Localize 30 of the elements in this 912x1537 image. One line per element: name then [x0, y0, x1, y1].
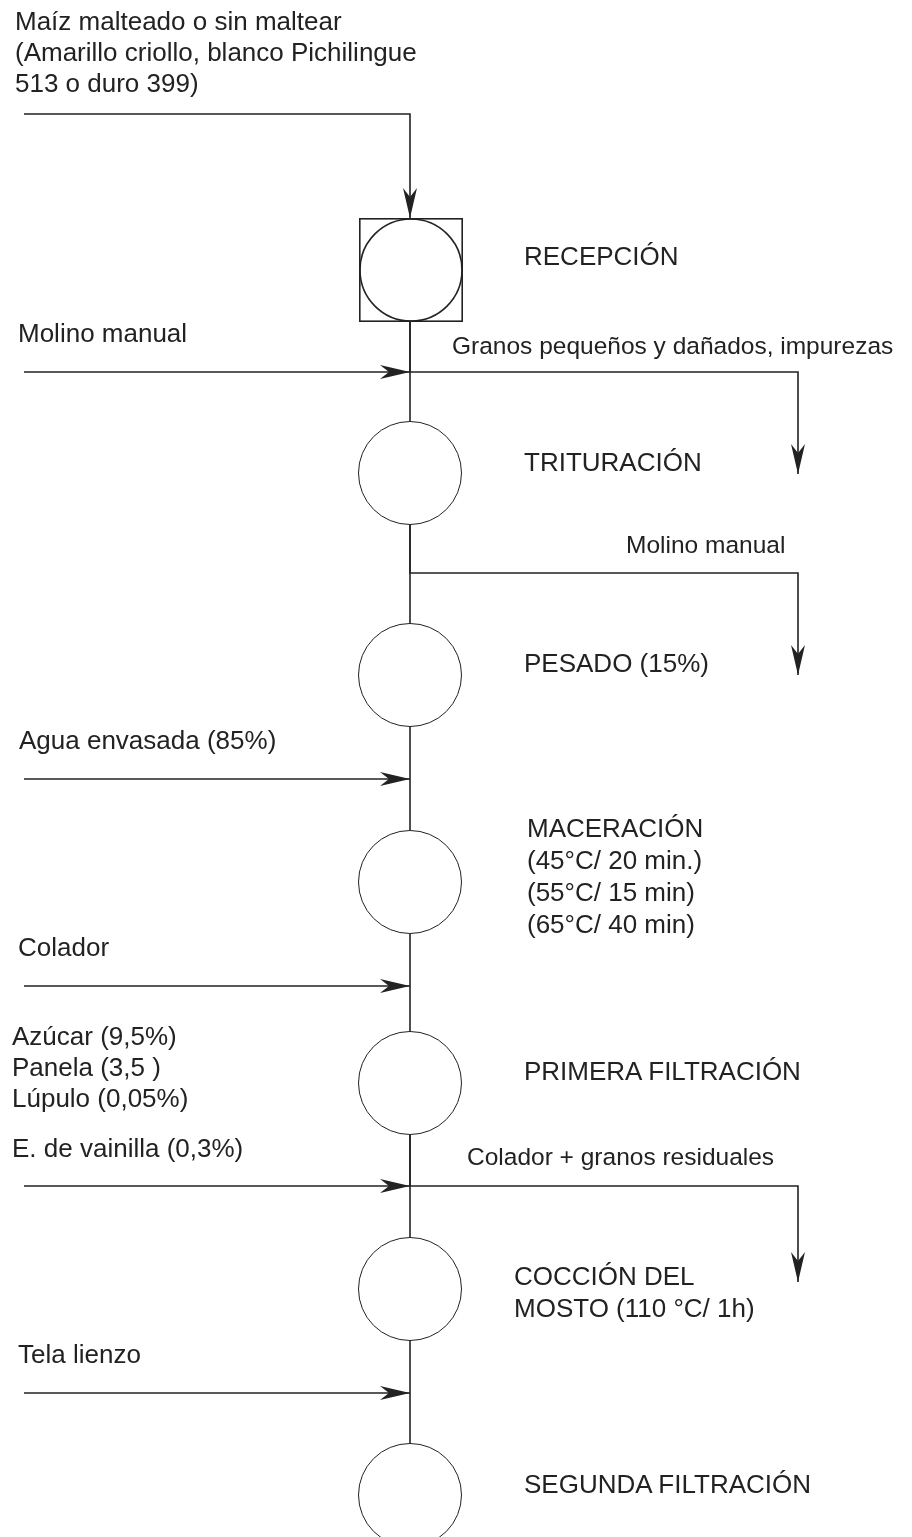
flow-line: [409, 726, 411, 831]
step-label: PRIMERA FILTRACIÓN: [524, 1055, 801, 1087]
input-label: Maíz malteado o sin maltear (Amarillo criollo, blanco Pichilingue 513 o duro 399): [15, 6, 418, 99]
flow-arrow: [23, 1386, 411, 1400]
input-label: Tela lienzo: [18, 1339, 141, 1370]
input-label: Panela (3,5 ): [12, 1052, 161, 1083]
input-label: Colador: [18, 932, 110, 963]
flow-line: [409, 1134, 411, 1238]
reception-symbol: [359, 218, 463, 322]
flow-arrow: [409, 524, 805, 676]
input-label: Molino manual: [18, 318, 188, 349]
flow-line: [409, 1340, 411, 1444]
input-label: E. de vainilla (0,3%): [12, 1133, 244, 1164]
step-label: RECEPCIÓN: [524, 240, 679, 272]
flow-arrow: [23, 113, 417, 219]
step-label: COCCIÓN DEL MOSTO (110 °C/ 1h): [514, 1260, 756, 1324]
input-label: Lúpulo (0,05%): [12, 1083, 189, 1114]
step-label: (45°C/ 20 min.) (55°C/ 15 min) (65°C/ 40 min): [527, 844, 704, 940]
flow-arrow: [23, 979, 411, 993]
step-label: MACERACIÓN: [527, 812, 704, 844]
input-label: Azúcar (9,5%): [12, 1021, 177, 1052]
step-label: TRITURACIÓN: [524, 446, 702, 478]
flow-arrow: [409, 321, 805, 475]
flow-arrow: [23, 365, 411, 379]
flow-arrow: [23, 1179, 411, 1193]
step-label: PESADO (15%): [524, 647, 709, 679]
step-label: SEGUNDA FILTRACIÓN: [524, 1468, 811, 1500]
flow-line: [409, 933, 411, 1032]
flow-arrow: [23, 772, 411, 786]
input-label: Agua envasada (85%): [19, 725, 277, 756]
